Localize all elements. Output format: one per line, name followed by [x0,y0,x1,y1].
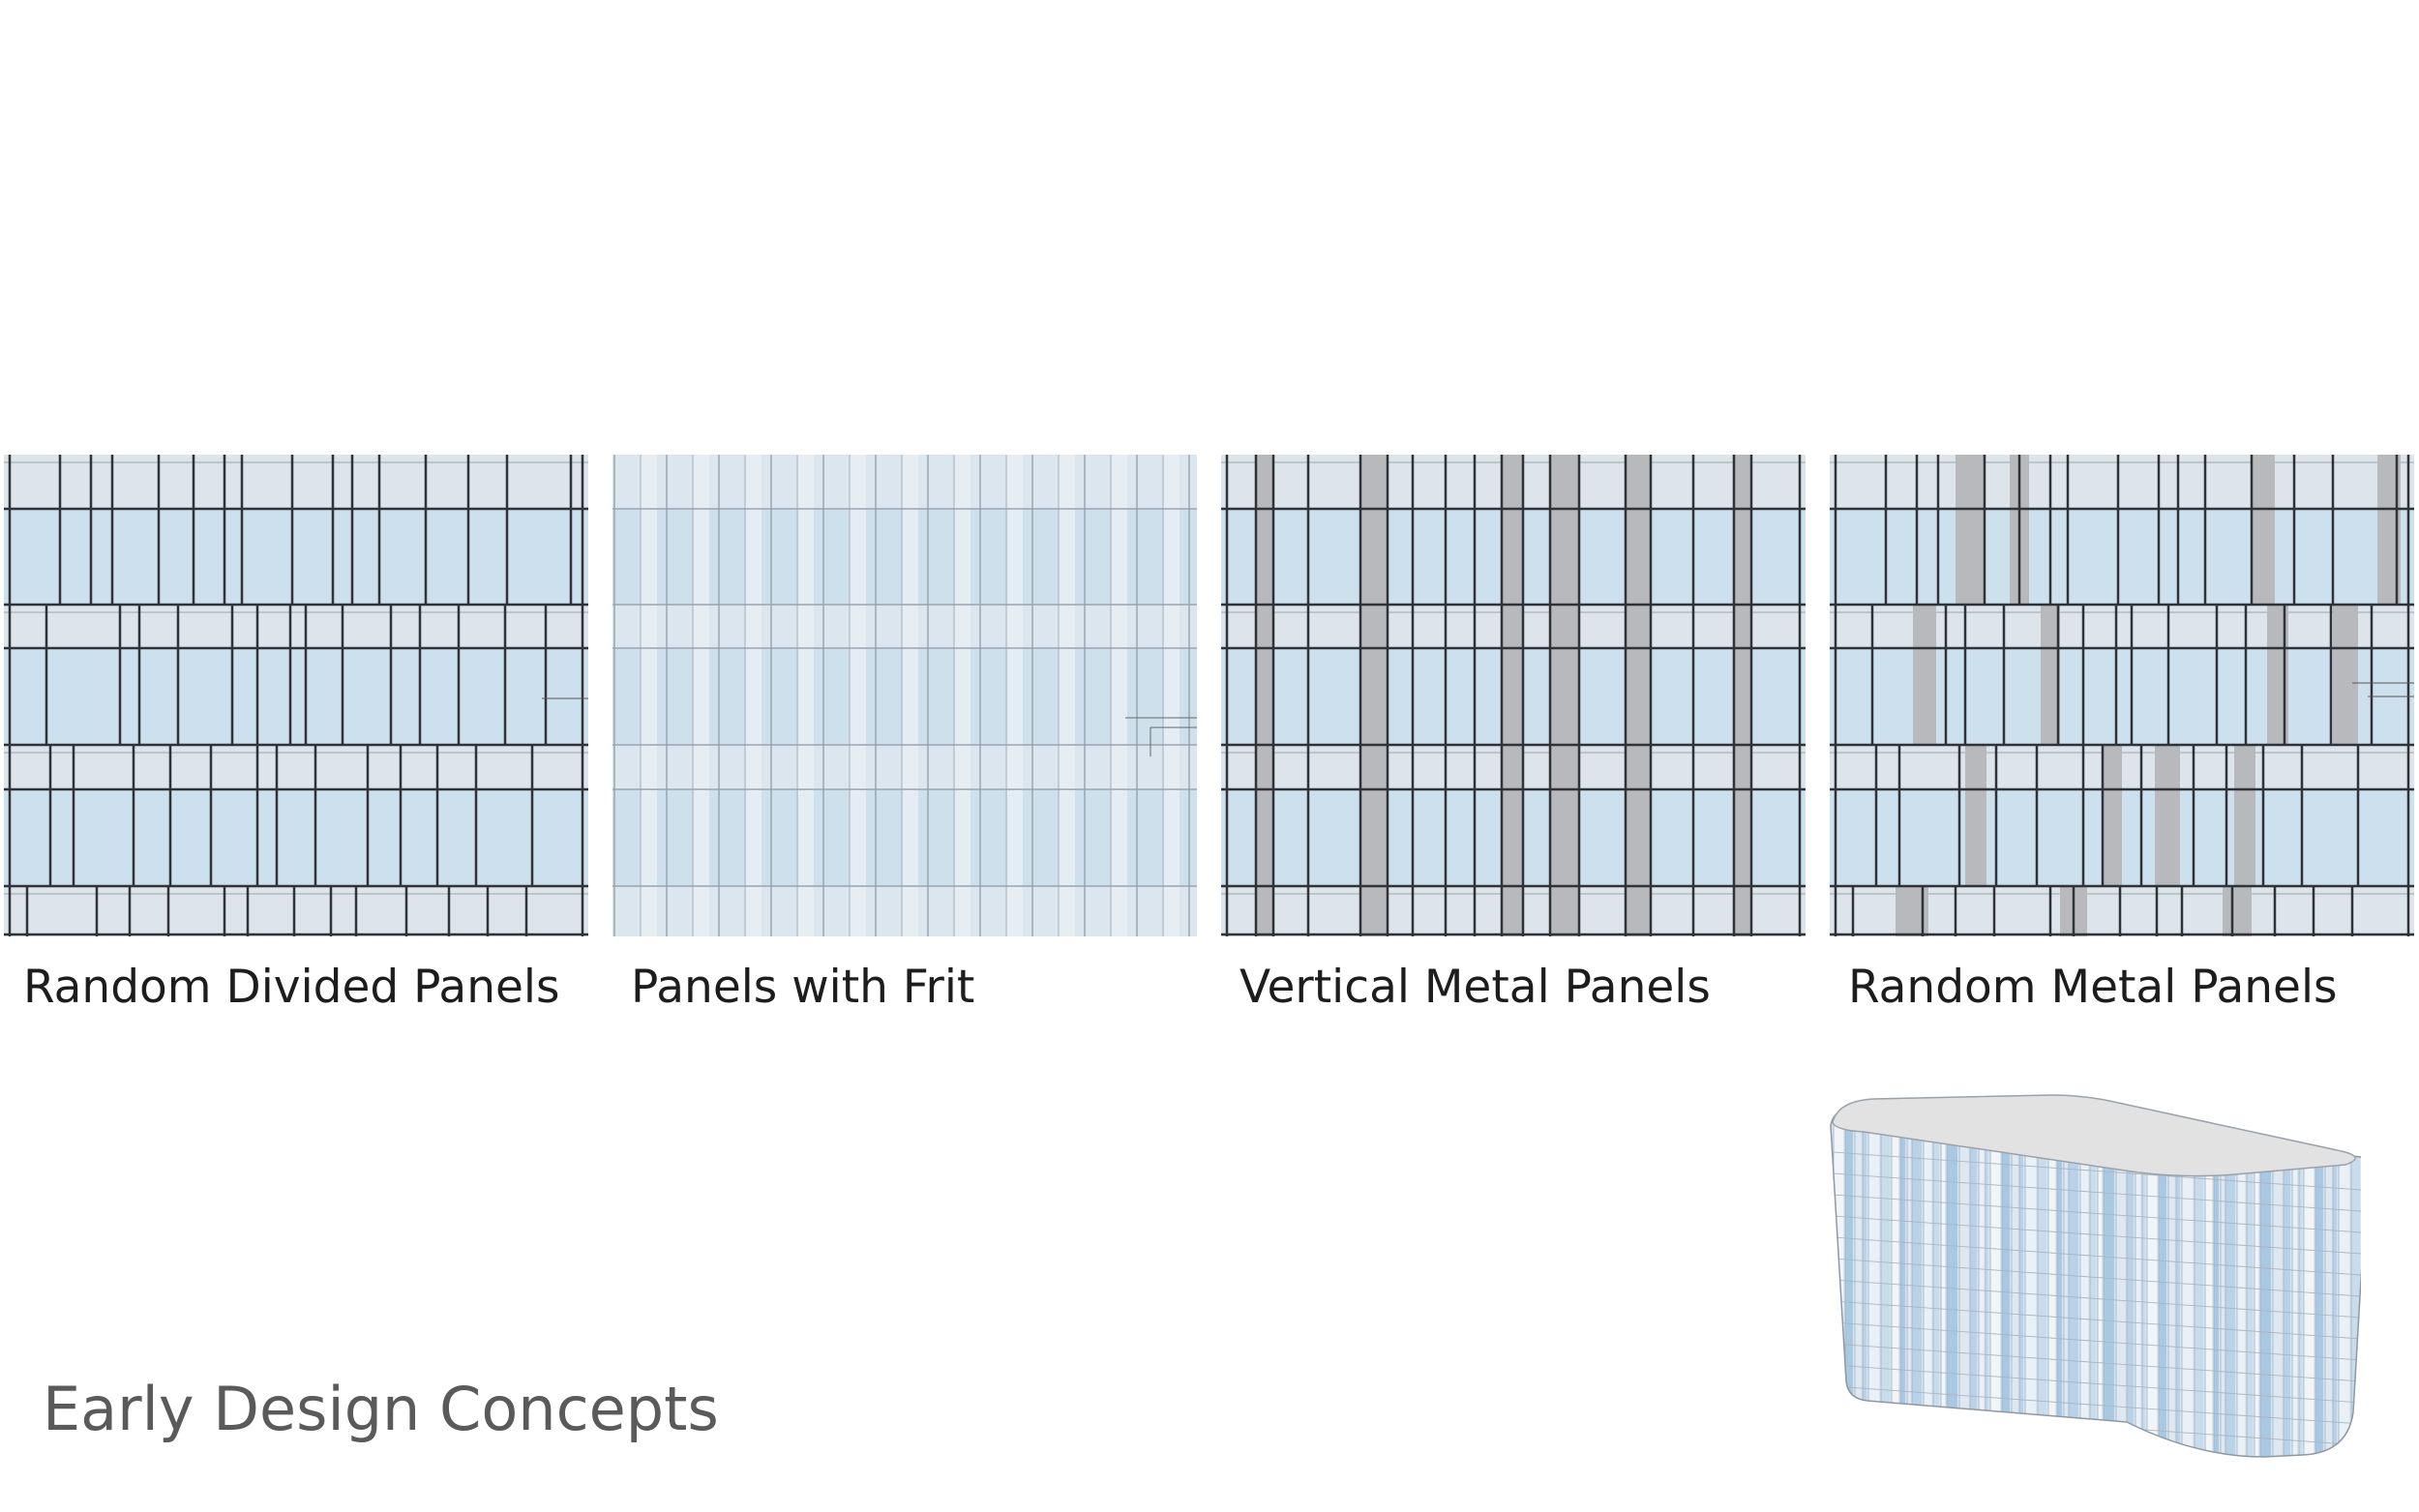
facade-panel-frit [612,455,1197,936]
facade-panel-vertical-metal [1221,455,1806,936]
panels-with-frit-elevation [612,455,1197,936]
panel-caption-vertical-metal: Vertical Metal Panels [1239,961,1711,1014]
random-divided-panels-elevation [4,455,588,936]
panel-caption-random-divided: Random Divided Panels [23,961,560,1014]
page-title: Early Design Concepts [43,1374,719,1444]
vertical-metal-panels-elevation [1221,455,1806,936]
facade-panel-random-divided [4,455,588,936]
panel-caption-random-metal: Random Metal Panels [1848,961,2338,1014]
building-massing-model [1819,1093,2369,1470]
random-metal-panels-elevation [1830,455,2414,936]
panel-caption-frit: Panels with Frit [631,961,975,1014]
building-massing-illustration [1830,1094,2369,1458]
facade-panel-random-metal [1830,455,2414,936]
